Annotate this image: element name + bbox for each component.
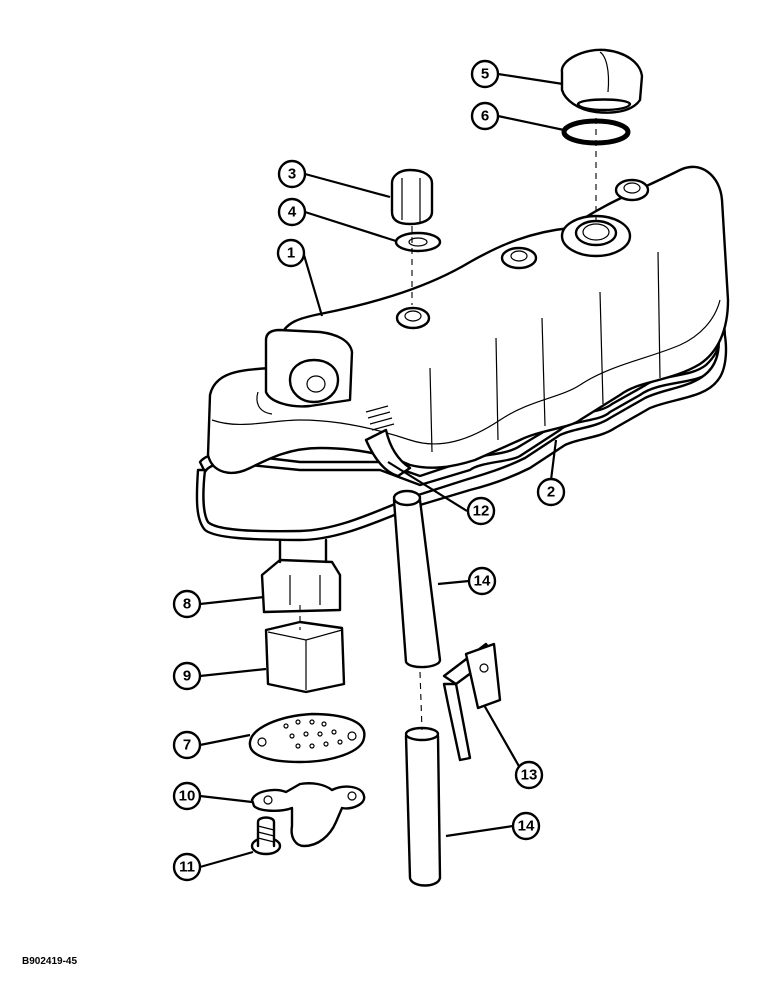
callout-label: 11 <box>179 859 195 876</box>
cap-screw <box>250 816 282 856</box>
callout-leaders <box>199 72 565 869</box>
assembly-axis-lines <box>299 118 597 731</box>
callout-8: 8 <box>172 589 202 619</box>
callout-label: 1 <box>287 245 295 262</box>
callout-bubbles: 1 2 3 4 5 6 7 8 9 10 11 12 13 14 14 <box>172 59 566 882</box>
valve-cover <box>206 165 730 474</box>
callout-14-lower: 14 <box>511 811 541 841</box>
callout-label: 3 <box>288 166 296 183</box>
callout-label: 13 <box>521 767 538 784</box>
callout-9: 9 <box>172 661 202 691</box>
breather-elbow <box>364 405 412 478</box>
tube-clip <box>442 642 502 762</box>
washer <box>394 231 442 253</box>
breather-tube <box>392 489 442 669</box>
breather-element <box>264 620 346 694</box>
cap-nut <box>390 168 434 226</box>
callout-7: 7 <box>172 730 202 760</box>
callout-label: 5 <box>481 66 489 83</box>
breather-tube <box>404 726 442 887</box>
callout-14-upper: 14 <box>467 566 497 596</box>
callout-11: 11 <box>172 852 202 882</box>
filler-cap <box>560 48 644 114</box>
breather-body <box>260 538 342 614</box>
figure-id: B902419-45 <box>22 956 78 967</box>
callout-5: 5 <box>470 59 500 89</box>
callout-1: 1 <box>276 238 306 268</box>
callout-12: 12 <box>466 496 496 526</box>
callout-label: 4 <box>288 204 297 221</box>
callout-label: 14 <box>518 818 535 835</box>
callout-label: 12 <box>473 503 490 520</box>
retaining-bracket <box>250 782 366 848</box>
callout-label: 14 <box>474 573 491 590</box>
callout-3: 3 <box>277 159 307 189</box>
callout-13: 13 <box>514 760 544 790</box>
callout-6: 6 <box>470 101 500 131</box>
callout-label: 6 <box>481 108 489 125</box>
callout-10: 10 <box>172 781 202 811</box>
callout-label: 8 <box>183 596 191 613</box>
callout-4: 4 <box>277 197 307 227</box>
callout-2: 2 <box>536 477 566 507</box>
breather-plate <box>248 712 366 764</box>
callout-label: 2 <box>547 484 555 501</box>
callout-label: 7 <box>183 737 191 754</box>
callout-label: 10 <box>179 788 196 805</box>
callout-label: 9 <box>183 668 191 685</box>
